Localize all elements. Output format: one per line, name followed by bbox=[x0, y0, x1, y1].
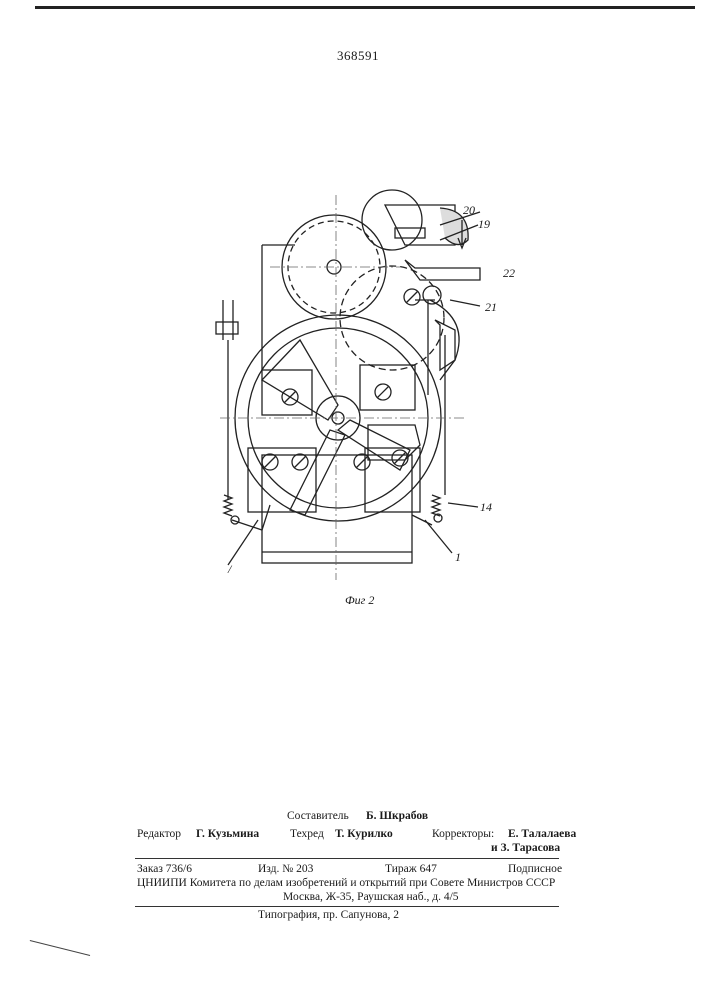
printing-house: Типография, пр. Сапунова, 2 bbox=[258, 909, 399, 921]
callout-22: 22 bbox=[503, 266, 515, 281]
callout-1-right: 1 bbox=[455, 550, 461, 565]
corrector-1: Е. Талалаева bbox=[508, 828, 576, 840]
left-clamp-block bbox=[262, 370, 312, 415]
tech-label: Техред bbox=[290, 828, 324, 840]
subscription: Подписное bbox=[508, 863, 562, 875]
callout-20: 20 bbox=[463, 203, 475, 218]
callout-14: 14 bbox=[480, 500, 492, 515]
footer-divider-bottom bbox=[135, 906, 559, 907]
circulation: Тираж 647 bbox=[385, 863, 437, 875]
edition-number: Изд. № 203 bbox=[258, 863, 313, 875]
tech-name: Т. Курилко bbox=[335, 828, 393, 840]
order-number: Заказ 736/6 bbox=[137, 863, 192, 875]
address-line: Москва, Ж-35, Раушская наб., д. 4/5 bbox=[283, 891, 459, 903]
callout-21: 21 bbox=[485, 300, 497, 315]
editor-name: Г. Кузьмина bbox=[196, 828, 259, 840]
wheel-spoke bbox=[338, 420, 410, 470]
compiler-label: Составитель bbox=[287, 810, 349, 822]
correctors-label: Корректоры: bbox=[432, 828, 494, 840]
latch-arm bbox=[405, 260, 480, 280]
compiler-name: Б. Шкрабов bbox=[366, 810, 428, 822]
organization-line: ЦНИИПИ Комитета по делам изобретений и о… bbox=[137, 877, 555, 889]
callout-1-left: / bbox=[228, 562, 231, 577]
corrector-2: и З. Тарасова bbox=[491, 842, 560, 854]
right-spring bbox=[432, 495, 440, 516]
footer-divider-top bbox=[135, 858, 559, 859]
wheel-spoke bbox=[290, 430, 345, 515]
callout-19: 19 bbox=[478, 217, 490, 232]
wheel-spoke bbox=[262, 340, 338, 420]
editor-label: Редактор bbox=[137, 828, 181, 840]
figure-caption: Фиг 2 bbox=[345, 593, 374, 608]
base-housing bbox=[262, 455, 412, 563]
left-rod bbox=[223, 300, 233, 500]
